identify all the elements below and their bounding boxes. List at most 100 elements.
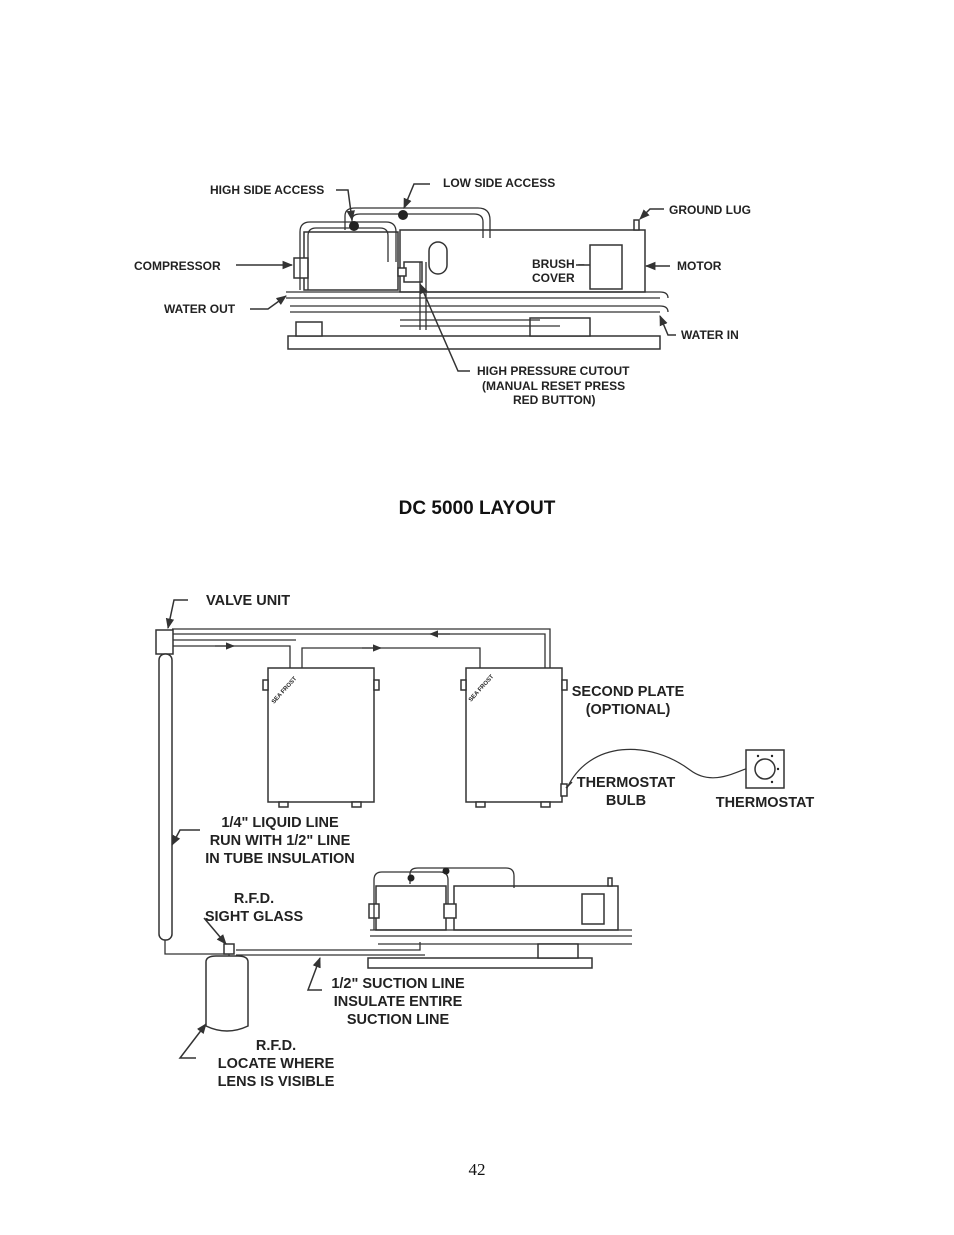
label-thermostat-bulb-1: THERMOSTAT — [577, 775, 676, 791]
thermostat-bulb — [560, 783, 568, 797]
small-compressor — [375, 885, 447, 931]
label-rfd-locate-2: LOCATE WHERE — [218, 1056, 335, 1072]
label-suction-3: SUCTION LINE — [347, 1012, 450, 1028]
label-low-side-access: LOW SIDE ACCESS — [443, 176, 555, 190]
leader-water-out — [250, 295, 287, 310]
plate-2-foot-l — [475, 801, 486, 808]
suction-line — [236, 942, 421, 951]
system-layout-diagram: SEA FROST SEA FROST — [155, 593, 815, 1090]
plate-2-tab-tl — [460, 679, 467, 691]
access-window — [428, 241, 448, 275]
page-title: DC 5000 LAYOUT — [399, 498, 556, 519]
high-side-loop-inner — [307, 227, 389, 290]
small-mount — [537, 943, 579, 959]
label-second-plate-1: SECOND PLATE — [572, 684, 685, 700]
label-water-in: WATER IN — [681, 328, 739, 342]
thermostat-wire — [566, 748, 749, 789]
label-liquid-line-2: RUN WITH 1/2" LINE — [210, 833, 351, 849]
condensing-unit-small — [367, 867, 632, 969]
hp-cutout-knob — [397, 267, 407, 277]
return-line — [172, 633, 546, 668]
ground-lug-post — [633, 219, 640, 231]
leader-low-side — [403, 183, 430, 209]
small-loop-2 — [409, 867, 515, 888]
thermostat-dial-mark-4 — [770, 780, 774, 784]
leader-high-side — [336, 189, 355, 222]
plate-1-foot-r — [351, 801, 362, 808]
label-hp-cutout-2: (MANUAL RESET PRESS — [482, 379, 625, 393]
label-water-out: WATER OUT — [164, 302, 236, 316]
label-hp-cutout-1: HIGH PRESSURE CUTOUT — [477, 364, 630, 378]
compressor-end — [293, 257, 309, 279]
label-brush-cover-2: COVER — [532, 271, 575, 285]
label-thermostat: THERMOSTAT — [716, 795, 815, 811]
plate-1-tab-tl — [262, 679, 269, 691]
leader-rfd — [178, 1023, 207, 1059]
thermostat-dial-mark-2 — [770, 754, 774, 758]
low-side-loop — [344, 207, 491, 238]
base-plate — [287, 335, 661, 350]
low-side-access-port — [398, 210, 408, 220]
label-ground-lug: GROUND LUG — [669, 203, 751, 217]
compressor-body — [303, 231, 399, 291]
label-suction-2: INSULATE ENTIRE — [334, 994, 463, 1010]
label-compressor: COMPRESSOR — [134, 259, 221, 273]
water-pipe-1 — [286, 291, 669, 299]
label-rfd-sight-1: R.F.D. — [234, 891, 274, 907]
thermostat-dial-mark-3 — [776, 767, 780, 771]
return-line-2 — [172, 628, 551, 668]
rfd-sight-glass — [223, 943, 235, 955]
leader-thermostat-bulb — [565, 781, 573, 789]
leader-valve-unit — [165, 599, 188, 630]
water-pipe-3 — [290, 305, 669, 313]
leader-suction — [306, 957, 322, 991]
label-liquid-line-3: IN TUBE INSULATION — [205, 851, 355, 867]
small-hp-cutout — [443, 903, 457, 919]
thermostat-dial — [754, 758, 776, 780]
plate-1-tab-tr — [373, 679, 380, 691]
brush-cover-plate — [589, 244, 623, 290]
label-rfd-locate-3: LENS IS VISIBLE — [218, 1074, 335, 1090]
label-liquid-line-1: 1/4" LIQUID LINE — [221, 815, 339, 831]
small-loop-1 — [373, 871, 449, 930]
small-base-plate — [367, 957, 593, 969]
label-rfd-sight-2: SIGHT GLASS — [205, 909, 304, 925]
small-ground-post — [607, 877, 613, 887]
plate-2-tab-tr — [561, 679, 568, 691]
label-thermostat-bulb-2: BULB — [606, 793, 646, 809]
liquid-line-bottom — [164, 940, 228, 955]
small-brush-cover — [581, 893, 605, 925]
small-high-side-port — [407, 874, 415, 882]
leader-water-in — [659, 315, 676, 336]
rfd-receiver — [205, 955, 249, 1032]
holding-plate-1 — [267, 667, 375, 803]
insulated-liquid-line — [158, 653, 173, 941]
small-low-side-port — [442, 867, 450, 875]
plate-link — [301, 647, 481, 668]
leader-sight-glass — [203, 917, 227, 945]
label-suction-1: 1/2" SUCTION LINE — [331, 976, 465, 992]
mount-right — [529, 317, 591, 337]
refrigerant-line-top — [172, 645, 291, 668]
high-side-loop — [299, 221, 397, 290]
valve-unit — [155, 629, 174, 655]
leader-liquid-line — [171, 829, 200, 846]
plate-1-foot-l — [278, 801, 289, 808]
label-motor: MOTOR — [677, 259, 722, 273]
label-high-side-access: HIGH SIDE ACCESS — [210, 183, 324, 197]
high-side-access-port — [349, 221, 359, 231]
page-number: 42 — [469, 1160, 486, 1179]
plate-2-foot-r — [540, 801, 551, 808]
label-valve-unit: VALVE UNIT — [206, 593, 290, 609]
leader-hp-cutout — [419, 283, 470, 372]
thermostat-dial-mark-1 — [756, 754, 760, 758]
label-rfd-locate-1: R.F.D. — [256, 1038, 296, 1054]
label-brush-cover-1: BRUSH – — [532, 257, 585, 271]
condensing-unit-diagram: HIGH SIDE ACCESS LOW SIDE ACCESS GROUND … — [134, 176, 751, 407]
label-hp-cutout-3: RED BUTTON) — [513, 393, 595, 407]
mount-left — [295, 321, 323, 337]
leader-ground-lug — [639, 208, 664, 220]
holding-plate-2 — [465, 667, 563, 803]
label-second-plate-2: (OPTIONAL) — [586, 702, 671, 718]
